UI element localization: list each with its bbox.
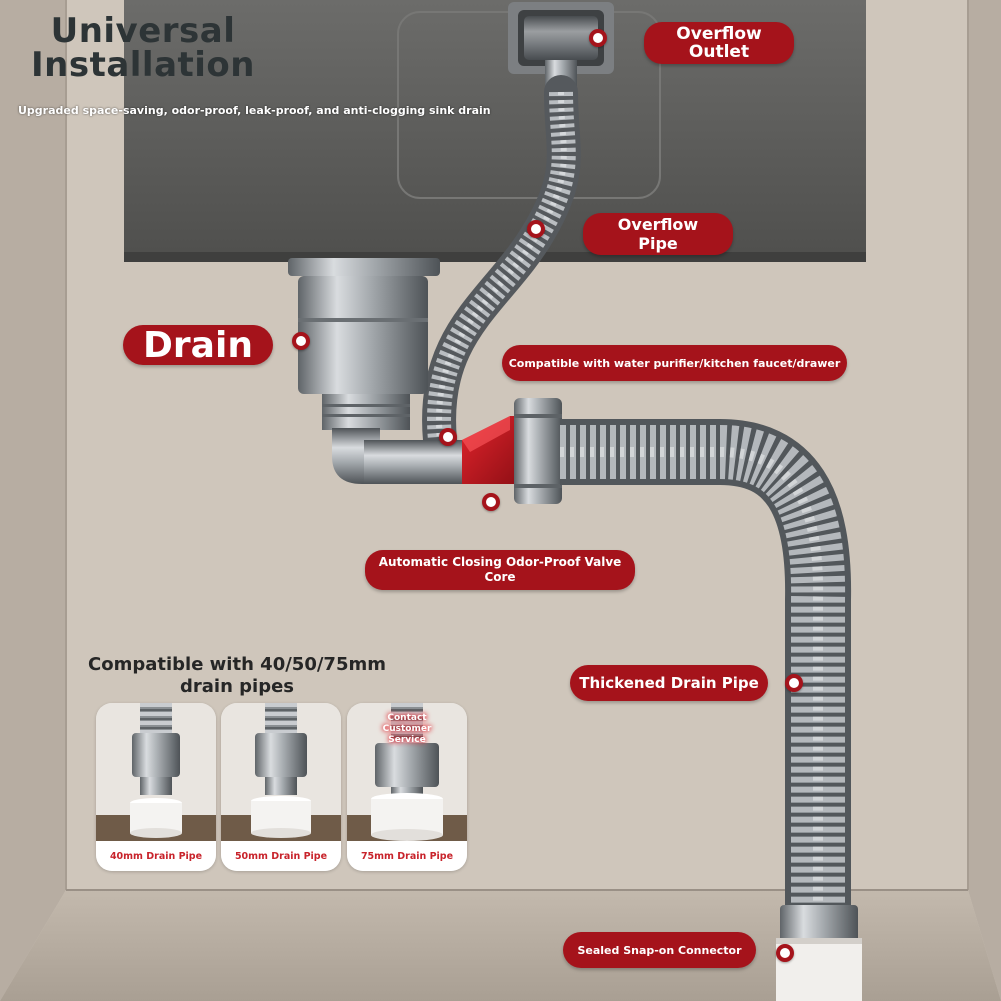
pipe-40mm-illustration [96,703,216,841]
compat-card-75mm: Contact Customer Service 75mm Drain Pipe [347,703,467,871]
marker-dot-snap-connector [776,944,794,962]
compat-card-75mm-label: 75mm Drain Pipe [347,841,467,871]
compat-card-50mm: 50mm Drain Pipe [221,703,341,871]
pipe-50mm-illustration [221,703,341,841]
callout-thickened-pipe: Thickened Drain Pipe [570,665,768,701]
callout-overflow-pipe: Overflow Pipe [583,213,733,255]
callout-valve-core-line1: Automatic Closing Odor-Proof Valve [378,555,622,569]
contact-service-line2: Customer [382,724,432,734]
callout-overflow-outlet: Overflow Outlet [644,22,794,64]
marker-dot-overflow-outlet [589,29,607,47]
page-title: Universal Installation [18,14,268,82]
contact-service-badge: Contact Customer Service [373,713,441,746]
marker-dot-valve-core [482,493,500,511]
compat-title-line1: Compatible with 40/50/75mm [88,654,386,675]
pipe-75mm-illustration [347,703,467,841]
callout-drain: Drain [123,325,273,366]
marker-dot-drain [292,332,310,350]
contact-service-line1: Contact [387,713,427,723]
compat-card-50mm-label: 50mm Drain Pipe [221,841,341,871]
page-subtitle: Upgraded space-saving, odor-proof, leak-… [18,104,491,117]
compat-card-40mm-label: 40mm Drain Pipe [96,841,216,871]
compat-card-40mm: 40mm Drain Pipe [96,703,216,871]
marker-dot-thickened-pipe [785,674,803,692]
title-line-2: Installation [30,45,255,85]
marker-dot-elbow [439,428,457,446]
marker-dot-overflow-pipe [527,220,545,238]
callout-valve-core-line2: Core [484,570,516,584]
callout-overflow-outlet-line2: Outlet [688,42,750,62]
callout-valve-core: Automatic Closing Odor-Proof Valve Core [365,550,635,590]
callout-snap-connector: Sealed Snap-on Connector [563,932,756,968]
callout-compatible: Compatible with water purifier/kitchen f… [502,345,847,381]
callout-overflow-outlet-line1: Overflow [676,24,762,44]
contact-service-line3: Service [388,735,426,745]
compat-title: Compatible with 40/50/75mm drain pipes [72,654,402,698]
callout-overflow-pipe-line1: Overflow [617,215,699,234]
title-line-1: Universal [50,11,236,51]
callout-overflow-pipe-line2: Pipe [638,234,678,253]
compat-title-line2: drain pipes [179,676,295,697]
